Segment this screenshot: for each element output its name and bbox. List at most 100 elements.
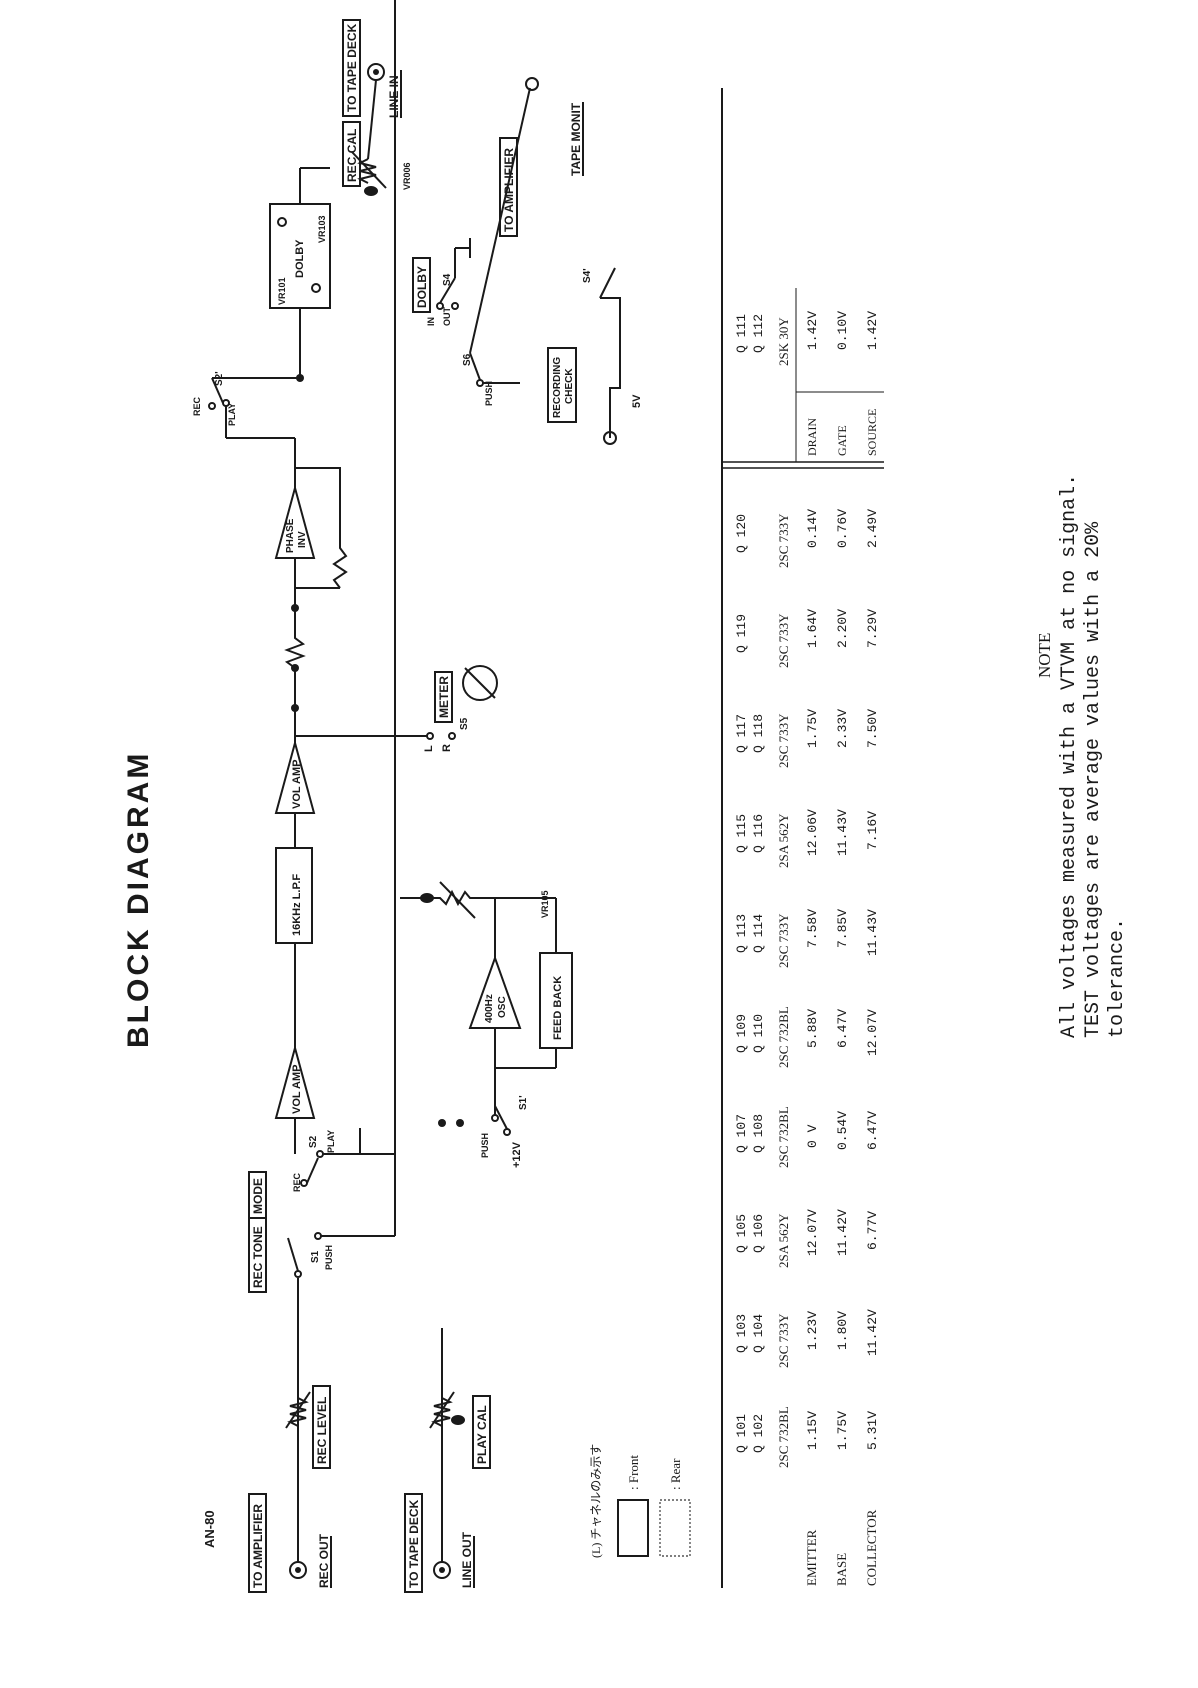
- label-mode: MODE: [251, 1178, 265, 1214]
- rec-cal-frame: [342, 121, 361, 187]
- to-amplifier-2-frame: [499, 137, 518, 237]
- label-recording-check-1: RECORDING: [552, 357, 563, 418]
- col-0-base: 1.75V: [835, 1411, 850, 1450]
- label-plus12v: +12V: [511, 1141, 523, 1168]
- col-4-collector: 12.07V: [865, 1009, 880, 1056]
- label-vol-amp-1: VOL AMP: [291, 1064, 303, 1114]
- legend-front-box: [617, 1499, 649, 1557]
- col-3-collector: 6.47V: [865, 1111, 880, 1150]
- label-vr006: VR006: [402, 162, 412, 190]
- legend-rear: : Rear: [668, 1458, 683, 1490]
- label-s1: S1: [310, 1250, 321, 1263]
- label-play-s2: PLAY: [326, 1130, 336, 1153]
- col-5-q1: Q 113: [734, 914, 749, 953]
- label-to-amplifier: TO AMPLIFIER: [251, 1504, 265, 1588]
- col-8: Q 119 2SC 733Y 1.64V 2.20V 7.29V: [734, 609, 880, 668]
- label-phase-inv-1: PHASE: [285, 518, 296, 553]
- to-tape-deck-frame: [404, 1493, 423, 1593]
- col-0-q2: Q 102: [751, 1414, 766, 1453]
- label-s1p: S1': [518, 1095, 529, 1110]
- vr105-adjust-icon: [420, 893, 434, 903]
- label-vol-amp-2: VOL AMP: [291, 759, 303, 809]
- col-8-emitter: 1.64V: [805, 609, 820, 648]
- diagram-title: BLOCK DIAGRAM: [122, 751, 155, 1048]
- fet-label-gate: GATE: [835, 425, 849, 456]
- col-0-type: 2SC 732BL: [776, 1406, 791, 1468]
- fet-label-source: SOURCE: [865, 409, 879, 456]
- col-0-collector: 5.31V: [865, 1411, 880, 1450]
- label-recording-check-2: CHECK: [564, 368, 575, 404]
- to-amplifier-frame: [248, 1493, 267, 1593]
- col-6-collector: 7.16V: [865, 811, 880, 850]
- col-9-collector: 2.49V: [865, 509, 880, 548]
- model-label: AN-80: [202, 1510, 217, 1548]
- row-label-collector: COLLECTOR: [864, 1509, 879, 1586]
- col-8-base: 2.20V: [835, 609, 850, 648]
- label-play-s2p: PLAY: [227, 403, 237, 426]
- col-0-emitter: 1.15V: [805, 1411, 820, 1450]
- fet-drain: 1.42V: [805, 311, 820, 350]
- label-rec-s2p: REC: [192, 396, 202, 416]
- col-7-q2: Q 118: [751, 714, 766, 753]
- col-8-type: 2SC 733Y: [776, 613, 791, 668]
- col-6-type: 2SA 562Y: [776, 813, 791, 868]
- label-push-s1: PUSH: [324, 1245, 334, 1270]
- label-vr105: VR105: [540, 890, 550, 918]
- label-vr101: VR101: [277, 277, 287, 305]
- col-2-emitter: 12.07V: [805, 1209, 820, 1256]
- col-7: Q 117 Q 118 2SC 733Y 1.75V 2.33V 7.50V: [734, 709, 880, 768]
- col-7-collector: 7.50V: [865, 709, 880, 748]
- col-6-base: 11.43V: [835, 809, 850, 856]
- col-7-q1: Q 117: [734, 714, 749, 753]
- col-7-base: 2.33V: [835, 709, 850, 748]
- label-phase-inv-2: INV: [297, 531, 308, 548]
- col-3-base: 0.54V: [835, 1111, 850, 1150]
- tape-monit-jack: [525, 77, 539, 91]
- label-play-cal: PLAY CAL: [475, 1405, 489, 1464]
- col-9: Q 120 2SC 733Y 0.14V 0.76V 2.49V: [734, 509, 880, 568]
- label-osc-1: 400Hz: [484, 994, 495, 1023]
- col-3-q1: Q 107: [734, 1114, 749, 1153]
- rec-level-frame: [312, 1385, 331, 1469]
- mode-frame: [248, 1171, 267, 1219]
- col-9-type: 2SC 733Y: [776, 513, 791, 568]
- meter-frame: [434, 671, 453, 723]
- col-6-q2: Q 116: [751, 814, 766, 853]
- fet-type: 2SK 30Y: [776, 317, 791, 366]
- col-3-type: 2SC 732BL: [776, 1106, 791, 1168]
- col-8-collector: 7.29V: [865, 609, 880, 648]
- legend-note-jp: (L) チャネルのみ示す: [589, 1444, 603, 1558]
- fet-label-drain: DRAIN: [805, 418, 819, 456]
- col-8-q1: Q 119: [734, 614, 749, 653]
- fet-col: Q 111 Q 112 2SK 30Y DRAIN GATE SOURCE 1.…: [734, 288, 884, 462]
- row-label-base: BASE: [834, 1553, 849, 1586]
- col-1-collector: 11.42V: [865, 1309, 880, 1356]
- col-1: Q 103 Q 104 2SC 733Y 1.23V 1.80V 11.42V: [734, 1309, 880, 1368]
- voltage-table: EMITTER BASE COLLECTOR Q 101 Q 102 2SC 7…: [721, 88, 884, 1588]
- col-0: Q 101 Q 102 2SC 732BL 1.15V 1.75V 5.31V: [734, 1406, 880, 1468]
- label-to-tape-deck: TO TAPE DECK: [407, 1499, 421, 1588]
- label-meter: METER: [437, 676, 451, 718]
- col-9-emitter: 0.14V: [805, 509, 820, 548]
- col-2: Q 105 Q 106 2SA 562Y 12.07V 11.42V 6.77V: [734, 1209, 880, 1268]
- rec-cal-adjust-icon: [364, 186, 378, 196]
- label-osc-2: OSC: [497, 996, 508, 1018]
- label-5v: 5V: [631, 394, 643, 408]
- fet-source: 1.42V: [865, 311, 880, 350]
- legend-front: : Front: [626, 1455, 641, 1490]
- play-cal-frame: [472, 1395, 491, 1469]
- col-3-q2: Q 108: [751, 1114, 766, 1153]
- col-1-emitter: 1.23V: [805, 1311, 820, 1350]
- label-rec-cal: REC CAL: [345, 129, 359, 182]
- label-s4: S4: [442, 273, 453, 286]
- col-6-emitter: 12.06V: [805, 809, 820, 856]
- col-5-type: 2SC 733Y: [776, 913, 791, 968]
- col-7-type: 2SC 733Y: [776, 713, 791, 768]
- label-feed-back: FEED BACK: [552, 976, 564, 1040]
- col-3: Q 107 Q 108 2SC 732BL 0 V 0.54V 6.47V: [734, 1106, 880, 1168]
- col-9-base: 0.76V: [835, 509, 850, 548]
- label-push-osc: PUSH: [480, 1133, 490, 1158]
- col-5-emitter: 7.58V: [805, 909, 820, 948]
- label-s5: S5: [459, 717, 470, 730]
